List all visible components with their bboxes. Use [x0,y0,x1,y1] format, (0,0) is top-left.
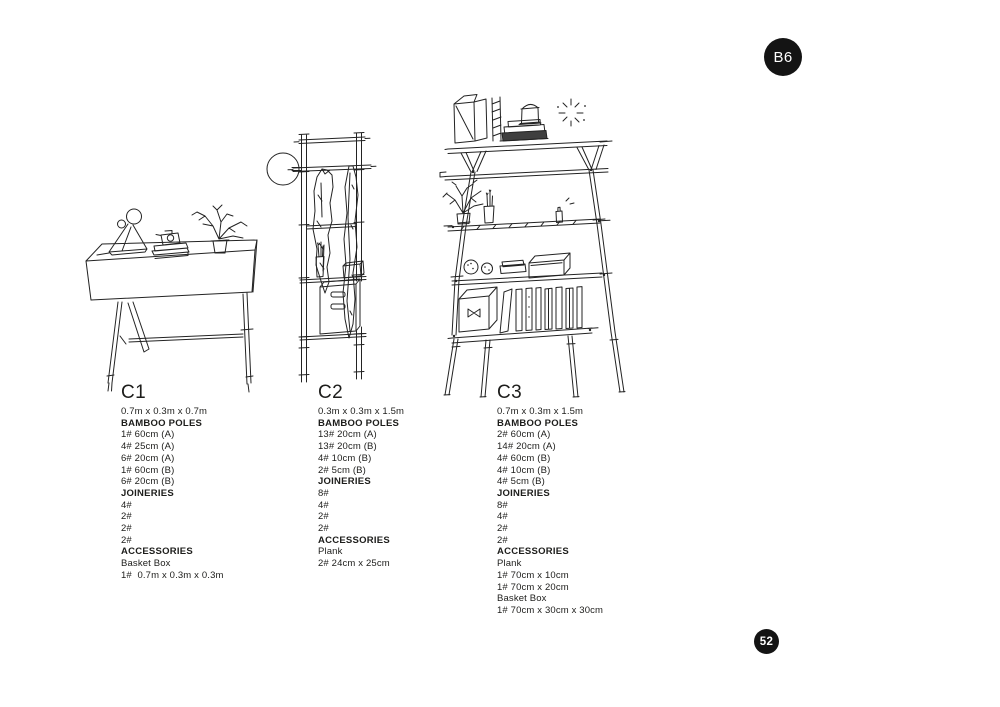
spec-section-heading: ACCESSORIES [497,546,569,558]
spec-item: 4# [497,511,508,523]
section-badge: B6 [764,38,802,76]
spec-item: 4# [318,499,329,511]
spec-item: 2# 5cm (B) [318,464,366,476]
top-shelf-items [453,94,549,144]
spec-item: 4# 25cm (A) [121,441,175,453]
spec-item: 2# [318,523,329,535]
product-title: C3 [497,382,523,403]
spec-item: 2# [121,511,132,523]
spec-item: 4# 10cm (B) [318,452,372,464]
spec-section-heading: JOINERIES [497,487,550,499]
spec-item: 1# 70cm x 10cm [497,569,569,581]
page-number-label: 52 [759,635,774,648]
spec-item: 13# 20cm (A) [318,429,377,441]
spec-item: 2# 24cm x 25cm [318,558,390,570]
product-dimensions: 0.7m x 0.3m x 1.5m [497,406,584,417]
desk-frame [85,239,258,393]
spec-item: 4# 60cm (B) [497,452,551,464]
spec-item: 1# 60cm (B) [121,464,175,476]
lamp-icon [96,208,148,256]
shelf-frame [439,140,626,398]
sparkle-icon [557,98,586,127]
shelf-items [315,241,365,279]
spec-item: 2# [121,534,132,546]
spec-section-heading: JOINERIES [318,476,371,488]
file-books-row [499,286,583,334]
spec-item: 6# 20cm (B) [121,476,175,488]
spec-item: 2# [497,534,508,546]
round-mirror-icon [266,152,302,186]
spec-item: 4# [121,499,132,511]
mid-shelf-items [463,252,571,279]
spec-section-heading: BAMBOO POLES [121,417,203,429]
c2-rack-illustration [266,132,377,383]
spec-item: 2# [121,523,132,535]
spec-item: 1# 70cm x 30cm x 30cm [497,604,604,616]
spec-item: 2# [497,523,508,535]
spec-item: 8# [318,487,329,499]
product-title: C1 [121,382,147,403]
basket-box-icon [458,286,498,333]
product-dimensions: 0.3m x 0.3m x 1.5m [318,406,405,417]
spec-item: 1# 60cm (A) [121,429,175,441]
product-title: C2 [318,382,344,403]
spec-item: 4# 10cm (B) [497,464,551,476]
spec-item: Plank [318,546,343,558]
book-stack-icon [151,230,190,259]
drawer-box-icon [319,278,361,335]
spec-item: 2# 60cm (A) [497,429,551,441]
hanging-towel-icon [342,165,359,339]
spec-item: Plank [497,558,522,570]
spec-section-heading: BAMBOO POLES [318,417,400,429]
spec-item: Basket Box [497,593,547,605]
spec-item: 4# 5cm (B) [497,476,545,488]
spec-section-heading: ACCESSORIES [121,546,193,558]
c1-desk-illustration [85,204,258,393]
rack-frame [287,132,377,383]
spec-item: Basket Box [121,558,171,570]
spec-item: 2# [318,511,329,523]
product-dimensions: 0.7m x 0.3m x 0.7m [121,406,208,417]
spec-item: 14# 20cm (A) [497,441,556,453]
spec-section-heading: JOINERIES [121,487,174,499]
spec-section-heading: BAMBOO POLES [497,417,579,429]
section-badge-label: B6 [773,48,793,66]
spec-item: 1# 70cm x 20cm [497,581,569,593]
potted-plant-icon [191,204,248,254]
c3-shelf-illustration [439,94,626,398]
page-number-badge: 52 [754,629,779,654]
spec-item: 1# 0.7m x 0.3m x 0.3m [121,569,224,581]
spec-item: 6# 20cm (A) [121,452,175,464]
spec-item: 8# [497,499,508,511]
plant-and-pencils [442,179,575,225]
spec-item: 13# 20cm (B) [318,441,377,453]
spec-section-heading: ACCESSORIES [318,534,390,546]
